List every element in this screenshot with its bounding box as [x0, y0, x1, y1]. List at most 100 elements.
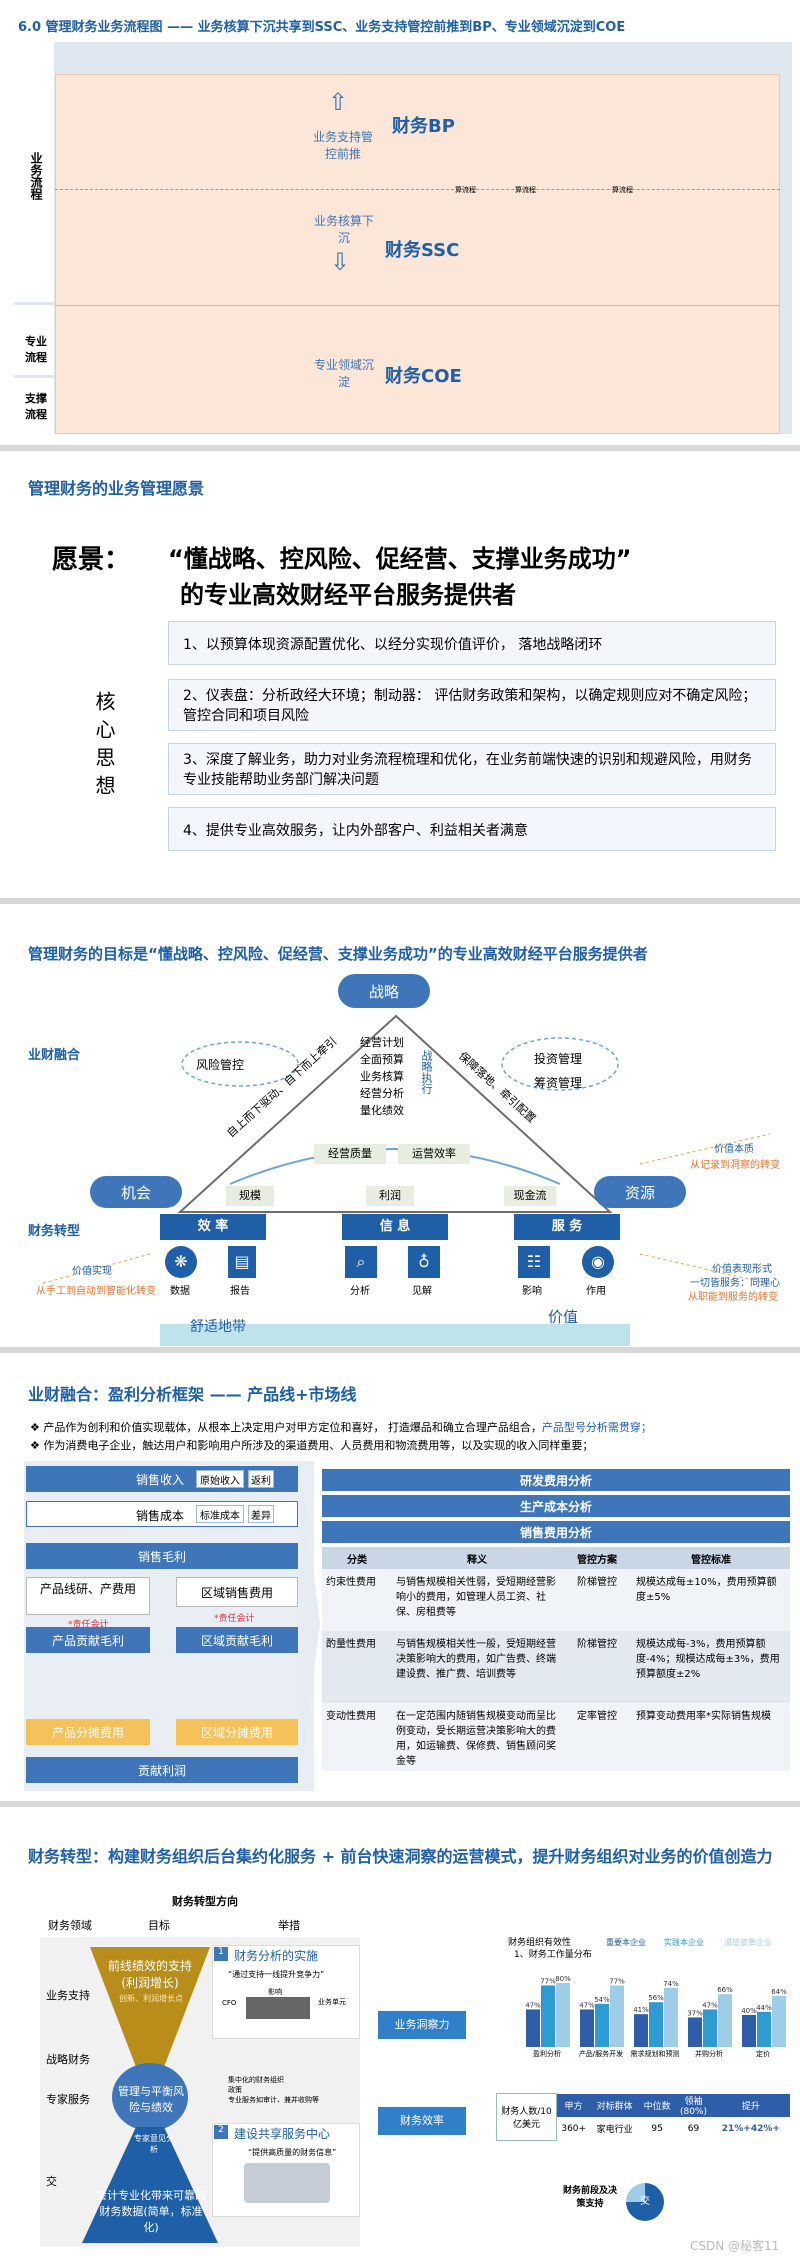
- vision-line-1: “懂战略、控风险、促经营、支撑业务成功”: [168, 545, 632, 573]
- tiny-label: 算流程: [612, 186, 633, 194]
- invest-label: 投资管理: [534, 1052, 583, 1066]
- legend-item: 渴望变革企业: [724, 1938, 772, 1947]
- row-label: 专家服务: [46, 2093, 90, 2106]
- th: 甲方: [564, 2101, 583, 2112]
- bar-value-label: 74%: [663, 1980, 679, 1988]
- watermark: CSDN @秘客11: [690, 2239, 780, 2253]
- scale-box: 规模: [226, 1186, 274, 1206]
- resource-oval: 资源: [594, 1176, 686, 1208]
- quality-box: 经营质量: [314, 1144, 386, 1164]
- meeting-photo: [246, 1997, 310, 2019]
- region-note: *责任会计: [214, 1614, 255, 1624]
- region-alloc-bar: 区域分摊费用: [176, 1719, 298, 1745]
- bp-label: 财务BP: [392, 116, 455, 137]
- right-note: 一切皆服务：同理心: [690, 1278, 780, 1289]
- th: 领袖(80%): [675, 2094, 711, 2117]
- bar-value-label: 77%: [609, 1977, 625, 1985]
- bar-value-label: 77%: [540, 1977, 556, 1985]
- bullet-1: ❖ 产品作为创利和价值实现载体，从根本上决定用户对甲方定位和喜好， 打造爆品和确…: [30, 1421, 652, 1434]
- right-note: 价值表现形式: [712, 1264, 772, 1275]
- bar: [610, 1985, 624, 2047]
- cell: 在一定范围内随销售规模变动而呈比例变动，受长期运营决策影响大的费用，如运输费、保…: [396, 1711, 556, 1767]
- world-map-icon: [244, 2163, 330, 2203]
- bar-value-label: 40%: [741, 2007, 757, 2015]
- ssc-label: 财务SSC: [385, 240, 460, 261]
- step-1-quote: “通过支持一线提升竞争力”: [228, 1970, 325, 1979]
- inner-item: 业务核算: [360, 1070, 404, 1083]
- coe-label: 财务COE: [385, 366, 462, 387]
- x-tick: 产品/服务开发: [578, 2050, 624, 2058]
- data-icon: ❋: [165, 1246, 197, 1278]
- exec-label: 战略执行: [420, 1050, 433, 1094]
- panel1-title: 6.0 管理财务业务流程图 —— 业务核算下沉共享到SSC、业务支持管控前推到B…: [18, 20, 626, 35]
- bar-value-label: 56%: [648, 1994, 664, 2002]
- comfort-zone-label: 舒适地带: [190, 1319, 246, 1335]
- panel-vision: 管理财务的业务管理愿景 愿景： “懂战略、控风险、促经营、支撑业务成功” 的专业…: [0, 451, 800, 898]
- bullet: 政策: [228, 2086, 242, 2094]
- panel4-title: 业财融合：盈利分析框架 —— 产品线+市场线: [28, 1385, 357, 1404]
- funnel-graphic: [82, 1947, 218, 2243]
- x-tick: 盈利分析: [533, 2050, 561, 2058]
- inner-item: 量化绩效: [360, 1104, 404, 1117]
- vision-label: 愿景：: [52, 545, 131, 575]
- step-2-quote: “提供高质量的财务信息”: [248, 2148, 337, 2157]
- cell: 变动性费用: [326, 1711, 376, 1722]
- lane-header-support: 支撑流程: [14, 378, 54, 434]
- sales-cost-label: 销售成本: [136, 1509, 185, 1523]
- pl-profit-bar: 产品贡献毛利: [26, 1627, 150, 1653]
- th: 分类: [347, 1554, 367, 1566]
- bar-value-label: 80%: [555, 1975, 571, 1983]
- bar: [772, 1995, 786, 2047]
- bar: [556, 1983, 570, 2047]
- th: 释义: [467, 1554, 487, 1566]
- gross-profit-bar: 销售毛利: [26, 1543, 298, 1569]
- cell: 家电行业: [596, 2125, 633, 2135]
- cell: 与销售规模相关性弱，受短期经营影响小的费用，如管理人员工资、社保、房租费等: [396, 1577, 556, 1618]
- right-note: 从记录到洞察的转变: [690, 1160, 780, 1171]
- transform-direction: 财务转型方向: [172, 1895, 238, 1908]
- pie-chart: 交: [626, 2183, 664, 2221]
- vision-item: 3、深度了解业务，助力对业务流程梳理和优化，在业务前端快速的识别和规避风险，用财…: [168, 743, 776, 795]
- cell: 69: [687, 2123, 700, 2134]
- funnel-text-2: 管理与平衡风险与绩效: [118, 2085, 184, 2114]
- row-label: 战略财务: [46, 2053, 90, 2066]
- bar: [541, 1985, 555, 2047]
- funnel-text-1: 前线绩效的支持(利润增长): [107, 1959, 192, 1990]
- cell: 规模达成每±10%，费用预算额度±5%: [636, 1577, 777, 1603]
- legend-item: 实践本企业: [664, 1938, 704, 1947]
- panel-transformation: 财务转型：构建财务组织后台集约化服务 + 前台快速洞察的运营模式，提升财务组织对…: [0, 1807, 800, 2259]
- inner-item: 经营计划: [360, 1036, 404, 1049]
- col-head: 目标: [148, 1919, 170, 1932]
- tile-info: 信 息: [342, 1214, 448, 1240]
- col-head: 财务领域: [48, 1919, 92, 1932]
- table-row: 变动性费用 在一定范围内随销售规模变动而呈比例变动，受长期运营决策影响大的费用，如…: [322, 1703, 790, 1771]
- profit-box: 利润: [366, 1186, 414, 1206]
- vision-item: 4、提供专业高效服务，让内外部客户、利益相关者满意: [168, 807, 776, 851]
- tile-sub: 数据: [170, 1286, 190, 1297]
- bar: [703, 2009, 717, 2047]
- mid-bullets: 集中化的财务组织 政策 专业服务如审计、兼并收购等: [228, 2075, 319, 2105]
- cell: 阶梯管控: [577, 1577, 617, 1588]
- tile-sub: 作用: [586, 1286, 606, 1297]
- rd-analysis-bar: 研发费用分析: [322, 1469, 790, 1491]
- bar-value-label: 54%: [594, 1996, 610, 2004]
- row-label: 业务支持: [46, 1989, 90, 2002]
- orig-revenue-box: 原始收入: [196, 1470, 244, 1488]
- step-1-number: 1: [214, 1947, 228, 1961]
- bench-row-label: 财务人数/10亿美元: [496, 2093, 557, 2141]
- table-row: 约束性费用与销售规模相关性弱，受短期经营影响小的费用，如管理人员工资、社保、房租…: [322, 1569, 790, 1631]
- row-label: 交: [46, 2175, 57, 2188]
- cashflow-box: 现金流: [504, 1186, 556, 1206]
- th-text: 领袖: [684, 2096, 703, 2107]
- insight-icon: ♁: [408, 1246, 440, 1278]
- tiny-label: 算流程: [515, 186, 536, 194]
- strategy-oval: 战略: [338, 974, 430, 1008]
- bar-value-label: 47%: [579, 2001, 595, 2009]
- panel5-title: 财务转型：构建财务组织后台集约化服务 + 前台快速洞察的运营模式，提升财务组织对…: [28, 1847, 773, 1866]
- th: 提升: [741, 2101, 760, 2112]
- bullet-highlight: 产品型号分析需贯穿；: [541, 1421, 652, 1434]
- vision-item: 2、仪表盘：分析政经大环境；制动器： 评估财务政策和架构，以确定规则应对不确定风…: [168, 679, 776, 731]
- inner-item: 全面预算: [360, 1053, 404, 1066]
- panel-profit-framework: 业财融合：盈利分析框架 —— 产品线+市场线 ❖ 产品作为创利和价值实现载体，从…: [0, 1353, 800, 1801]
- bullet: 集中化的财务组织: [228, 2076, 284, 2084]
